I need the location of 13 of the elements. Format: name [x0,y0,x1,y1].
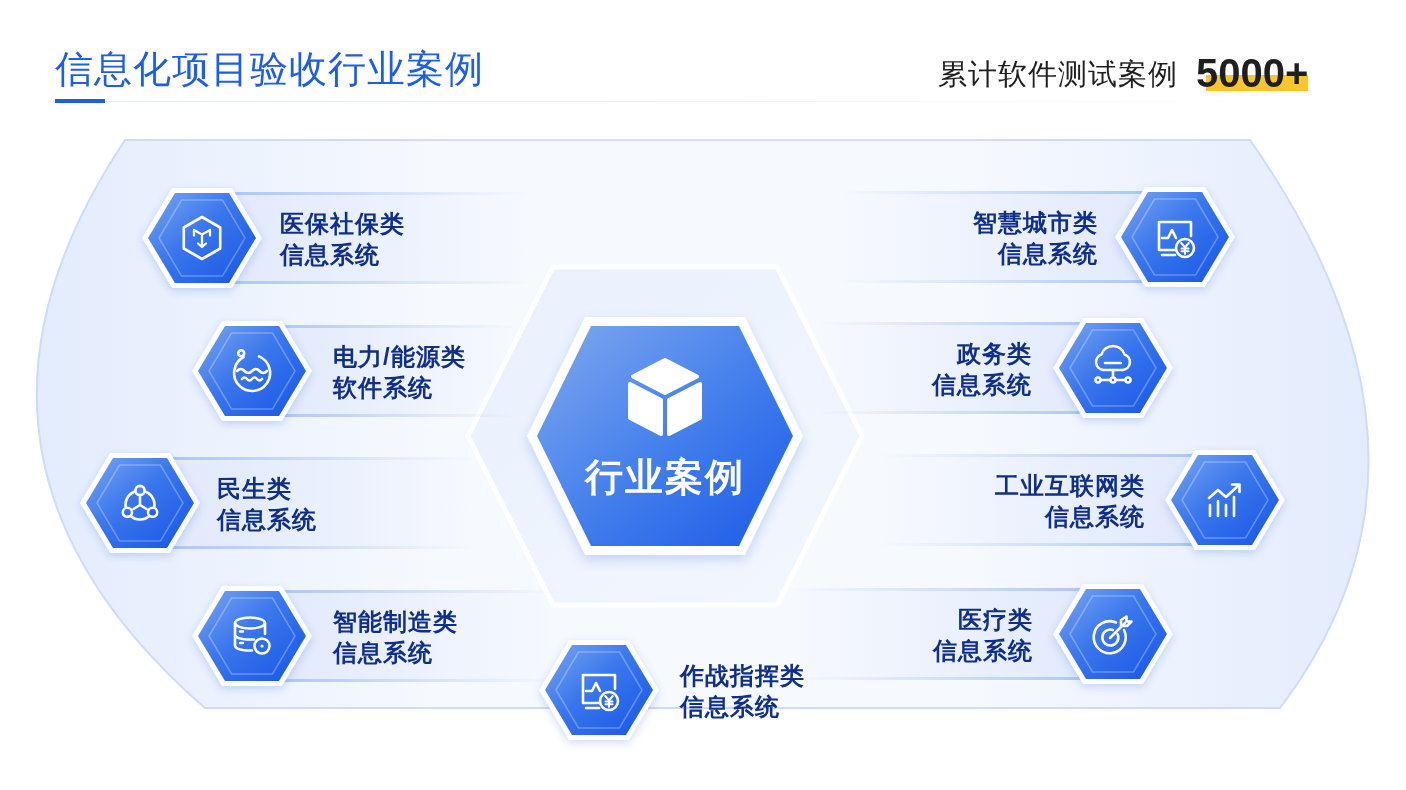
stat-caption: 累计软件测试案例 [938,57,1178,92]
category-label: 智能制造类信息系统 [333,607,459,668]
category-label: 电力/能源类软件系统 [333,342,467,403]
hub-label: 行业案例 [583,455,746,500]
category-label: 政务类信息系统 [930,339,1032,400]
category-label: 智慧城市类信息系统 [972,208,1098,269]
title: 信息化项目验收行业案例 [55,47,484,92]
category-label: 民生类信息系统 [217,474,318,535]
category-label: 作战指挥类信息系统 [680,661,806,722]
category-label: 工业互联网类信息系统 [994,471,1145,532]
hub-hexagon [527,317,803,555]
category-label: 医疗类信息系统 [931,605,1033,666]
category-label: 医保社保类信息系统 [280,209,406,270]
